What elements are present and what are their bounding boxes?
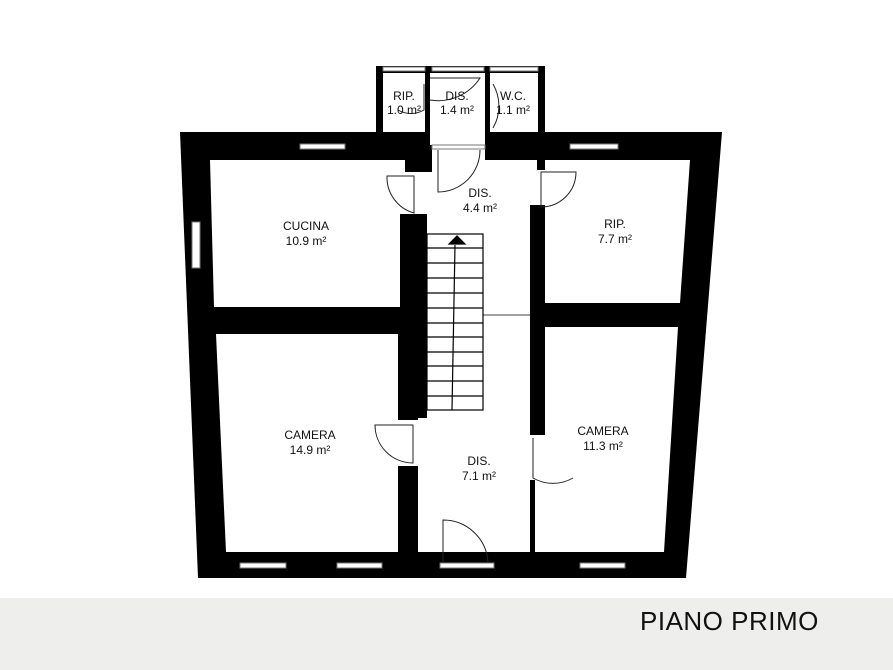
room-cucina <box>210 160 418 307</box>
door-gap-camera-left <box>398 420 420 466</box>
room-name: DIS. <box>467 454 490 468</box>
room-area: 1.0 m² <box>387 103 421 117</box>
room-area: 10.9 m² <box>286 234 327 248</box>
room-camera-left <box>216 334 398 552</box>
room-areas <box>210 73 690 552</box>
room-area: 1.1 m² <box>496 103 530 117</box>
room-rip <box>545 160 690 303</box>
room-name: W.C. <box>500 89 526 103</box>
doors <box>374 77 577 563</box>
room-name: CAMERA <box>284 428 335 442</box>
room-camera-right <box>535 327 678 552</box>
room-name: RIP. <box>604 217 626 231</box>
door-gap-camera-right <box>528 435 548 480</box>
room-wc <box>490 73 538 132</box>
room-name: RIP. <box>393 89 415 103</box>
room-area: 11.3 m² <box>583 439 623 453</box>
floor-title: PIANO PRIMO <box>640 606 819 636</box>
windows <box>191 66 626 569</box>
room-area: 7.7 m² <box>598 232 632 246</box>
room-name: CAMERA <box>577 424 628 438</box>
room-name: CUCINA <box>283 219 329 233</box>
door-gap-rip <box>528 170 548 205</box>
room-area: 14.9 m² <box>290 443 331 457</box>
room-labels: RIP. 1.0 m² DIS. 1.4 m² W.C. 1.1 m² DIS.… <box>283 89 632 483</box>
room-name: DIS. <box>468 186 491 200</box>
room-area: 4.4 m² <box>463 201 497 215</box>
stair-arrow-icon <box>447 235 467 245</box>
room-name: DIS. <box>445 89 468 103</box>
stairs <box>426 233 530 411</box>
room-area: 7.1 m² <box>462 469 496 483</box>
room-rip-small <box>383 73 425 132</box>
room-dis-small <box>430 73 485 145</box>
room-area: 1.4 m² <box>440 103 474 117</box>
